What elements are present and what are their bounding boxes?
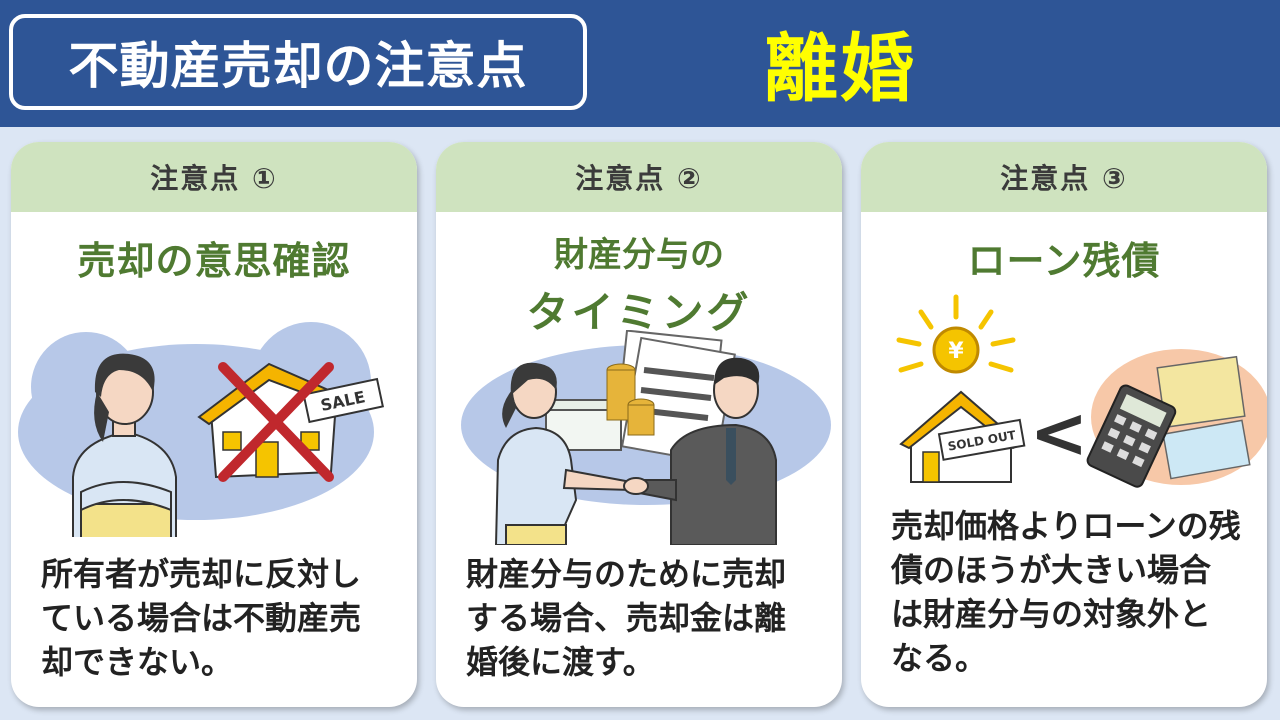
topic-title: 離婚 <box>764 25 916 112</box>
card-caution-1: 注意点 ① 売却の意思確認 SALE <box>11 142 417 707</box>
sold-house-icon: SOLD OUT <box>899 390 1026 483</box>
illustration-house-vs-loan: ¥ SOLD OUT < <box>896 294 1267 488</box>
illustration-handshake-money <box>461 330 831 545</box>
card-body-text: 財産分与のために売却する場合、売却金は離婚後に渡す。 <box>466 555 787 681</box>
card-body-text: 所有者が売却に反対している場合は不動産売却できない。 <box>41 555 362 681</box>
yen-coin-icon: ¥ <box>896 294 1016 374</box>
card-title: 売却の意思確認 <box>77 239 351 283</box>
card-label: 注意点 ② <box>436 142 842 212</box>
yen-symbol: ¥ <box>948 339 964 364</box>
card-title: ローン残債 <box>967 239 1161 283</box>
card-caution-2: 注意点 ② 財産分与の タイミング <box>436 142 842 707</box>
card-caution-3: 注意点 ③ ローン残債 ¥ SOLD OUT < <box>861 142 1267 707</box>
card-label: 注意点 ① <box>11 142 417 212</box>
coins-stack-icon <box>606 363 655 436</box>
card-title-line2: タイミング <box>526 288 752 337</box>
card-body-text: 売却価格よりローンの残債のほうが大きい場合は財産分与の対象外となる。 <box>891 507 1241 677</box>
worried-woman-figure <box>72 353 177 537</box>
illustration-woman-house-crossed: SALE <box>18 322 385 537</box>
calculator-passbook-icon <box>1086 349 1267 488</box>
businessman-figure <box>623 357 777 545</box>
header-bar: 不動産売却の注意点 離婚 <box>0 0 1280 127</box>
page-title: 不動産売却の注意点 <box>9 14 587 110</box>
less-than-symbol: < <box>1030 392 1089 474</box>
house-icon: SALE <box>197 362 385 482</box>
card-label: 注意点 ③ <box>861 142 1267 212</box>
woman-figure <box>494 362 632 545</box>
card-title-line1: 財産分与の <box>554 235 724 275</box>
